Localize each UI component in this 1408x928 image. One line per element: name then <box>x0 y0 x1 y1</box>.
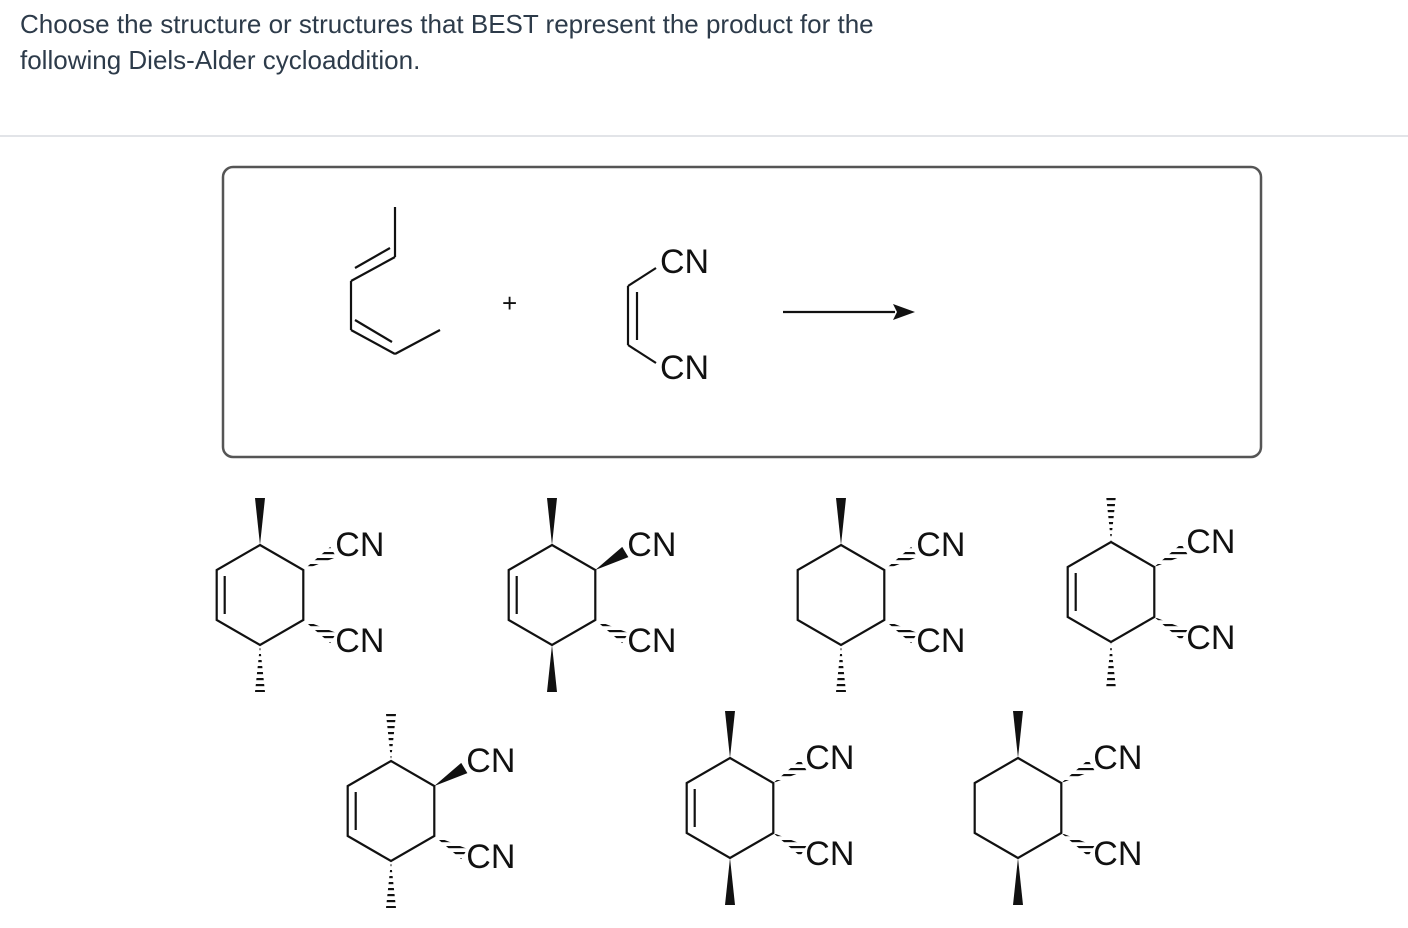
cn-bond-bottom <box>884 620 918 644</box>
divider <box>0 135 1408 137</box>
methyl-wedge-bond <box>725 711 735 758</box>
diene-structure <box>349 207 441 355</box>
reaction-arrow <box>783 304 915 320</box>
cn-label-top: CN <box>916 526 965 564</box>
methyl-wedge-bond <box>1013 858 1023 905</box>
cn-label-bottom: CN <box>335 622 384 660</box>
cn-bond-bottom <box>303 620 337 644</box>
methyl-dash-bond <box>386 861 396 908</box>
methyl-wedge-bond <box>547 645 557 692</box>
cn-bond-top <box>1154 543 1188 567</box>
question-text: Choose the structure or structures that … <box>20 9 874 75</box>
methyl-dash-bond <box>836 645 846 692</box>
cyclohexene-ring <box>346 759 436 863</box>
answer-option-1[interactable]: CN CN <box>215 498 385 692</box>
cn-bond-bottom <box>1154 617 1188 641</box>
cn-label-bottom: CN <box>1186 619 1235 657</box>
cn-bond-top <box>595 546 629 570</box>
methyl-wedge-bond <box>547 498 557 545</box>
cn-label-top: CN <box>627 526 676 564</box>
methyl-wedge-bond <box>725 858 735 905</box>
methyl-wedge-bond <box>836 498 846 545</box>
cyclohexene-ring <box>685 756 775 860</box>
methyl-dash-bond <box>1106 495 1116 542</box>
dienophile-cn-bottom: CN <box>660 349 709 387</box>
cn-label-top: CN <box>466 742 515 780</box>
cn-bond-bottom <box>1061 833 1095 857</box>
cn-label-top: CN <box>335 526 384 564</box>
answer-options: CN CN CN CN CN CN CN CN CN CN CN CN CN CN <box>215 495 1236 908</box>
cn-label-top: CN <box>1093 739 1142 777</box>
methyl-wedge-bond <box>255 498 265 545</box>
cn-bond-bottom <box>595 620 629 644</box>
cyclohexene-ring <box>507 543 597 647</box>
cyclohexene-ring <box>1066 540 1156 644</box>
plus-sign: + <box>502 288 517 318</box>
cn-bond-top <box>434 762 468 786</box>
cn-label-top: CN <box>1186 523 1235 561</box>
cn-bond-top <box>773 759 807 783</box>
methyl-dash-bond <box>255 645 265 692</box>
cn-bond-top <box>1061 759 1095 783</box>
cyclohexene-ring <box>796 543 886 647</box>
dienophile-structure <box>626 267 657 364</box>
cn-label-bottom: CN <box>627 622 676 660</box>
methyl-dash-bond <box>386 714 396 761</box>
cn-bond-bottom <box>773 833 807 857</box>
dienophile-cn-top: CN <box>660 243 709 281</box>
cn-label-top: CN <box>805 739 854 777</box>
cn-label-bottom: CN <box>805 835 854 873</box>
cn-label-bottom: CN <box>916 622 965 660</box>
cn-bond-bottom <box>434 836 468 860</box>
answer-option-4[interactable]: CN CN <box>1066 495 1236 689</box>
cn-bond-top <box>884 546 918 570</box>
answer-option-5[interactable]: CN CN <box>346 714 516 908</box>
cn-label-bottom: CN <box>466 838 515 876</box>
cn-bond-top <box>303 546 337 570</box>
reaction-box <box>221 165 1263 459</box>
cyclohexene-ring <box>973 756 1063 860</box>
answer-option-6[interactable]: CN CN <box>685 711 855 905</box>
answer-option-7[interactable]: CN CN <box>973 711 1143 905</box>
methyl-dash-bond <box>1106 642 1116 689</box>
cyclohexene-ring <box>215 543 305 647</box>
cn-label-bottom: CN <box>1093 835 1142 873</box>
answer-option-2[interactable]: CN CN <box>507 498 677 692</box>
methyl-wedge-bond <box>1013 711 1023 758</box>
answer-option-3[interactable]: CN CN <box>796 498 966 692</box>
